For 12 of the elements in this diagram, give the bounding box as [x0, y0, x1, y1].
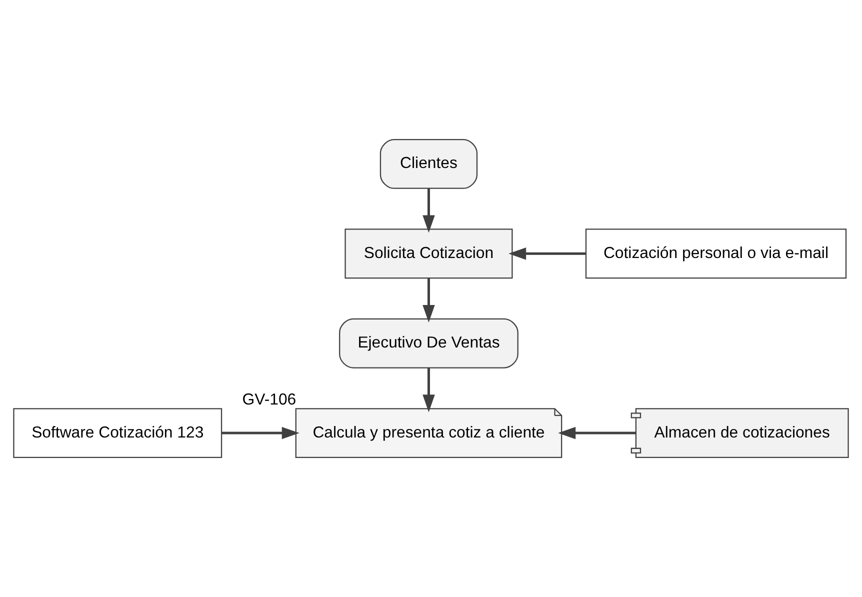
- arrow: [422, 368, 435, 412]
- node-box: Software Cotización 123: [13, 408, 222, 458]
- node-box: Solicita Cotizacion: [344, 228, 513, 279]
- node-box: Ejecutivo De Ventas: [339, 318, 518, 368]
- arrow: [558, 426, 636, 440]
- node-label: GV-106: [242, 391, 296, 408]
- arrow: [422, 278, 435, 322]
- arrow: [222, 426, 300, 440]
- node-box: Clientes: [380, 138, 478, 189]
- node-box: Cotización personal o via e-mail: [585, 228, 847, 279]
- arrow: [422, 188, 435, 233]
- arrow: [508, 248, 586, 260]
